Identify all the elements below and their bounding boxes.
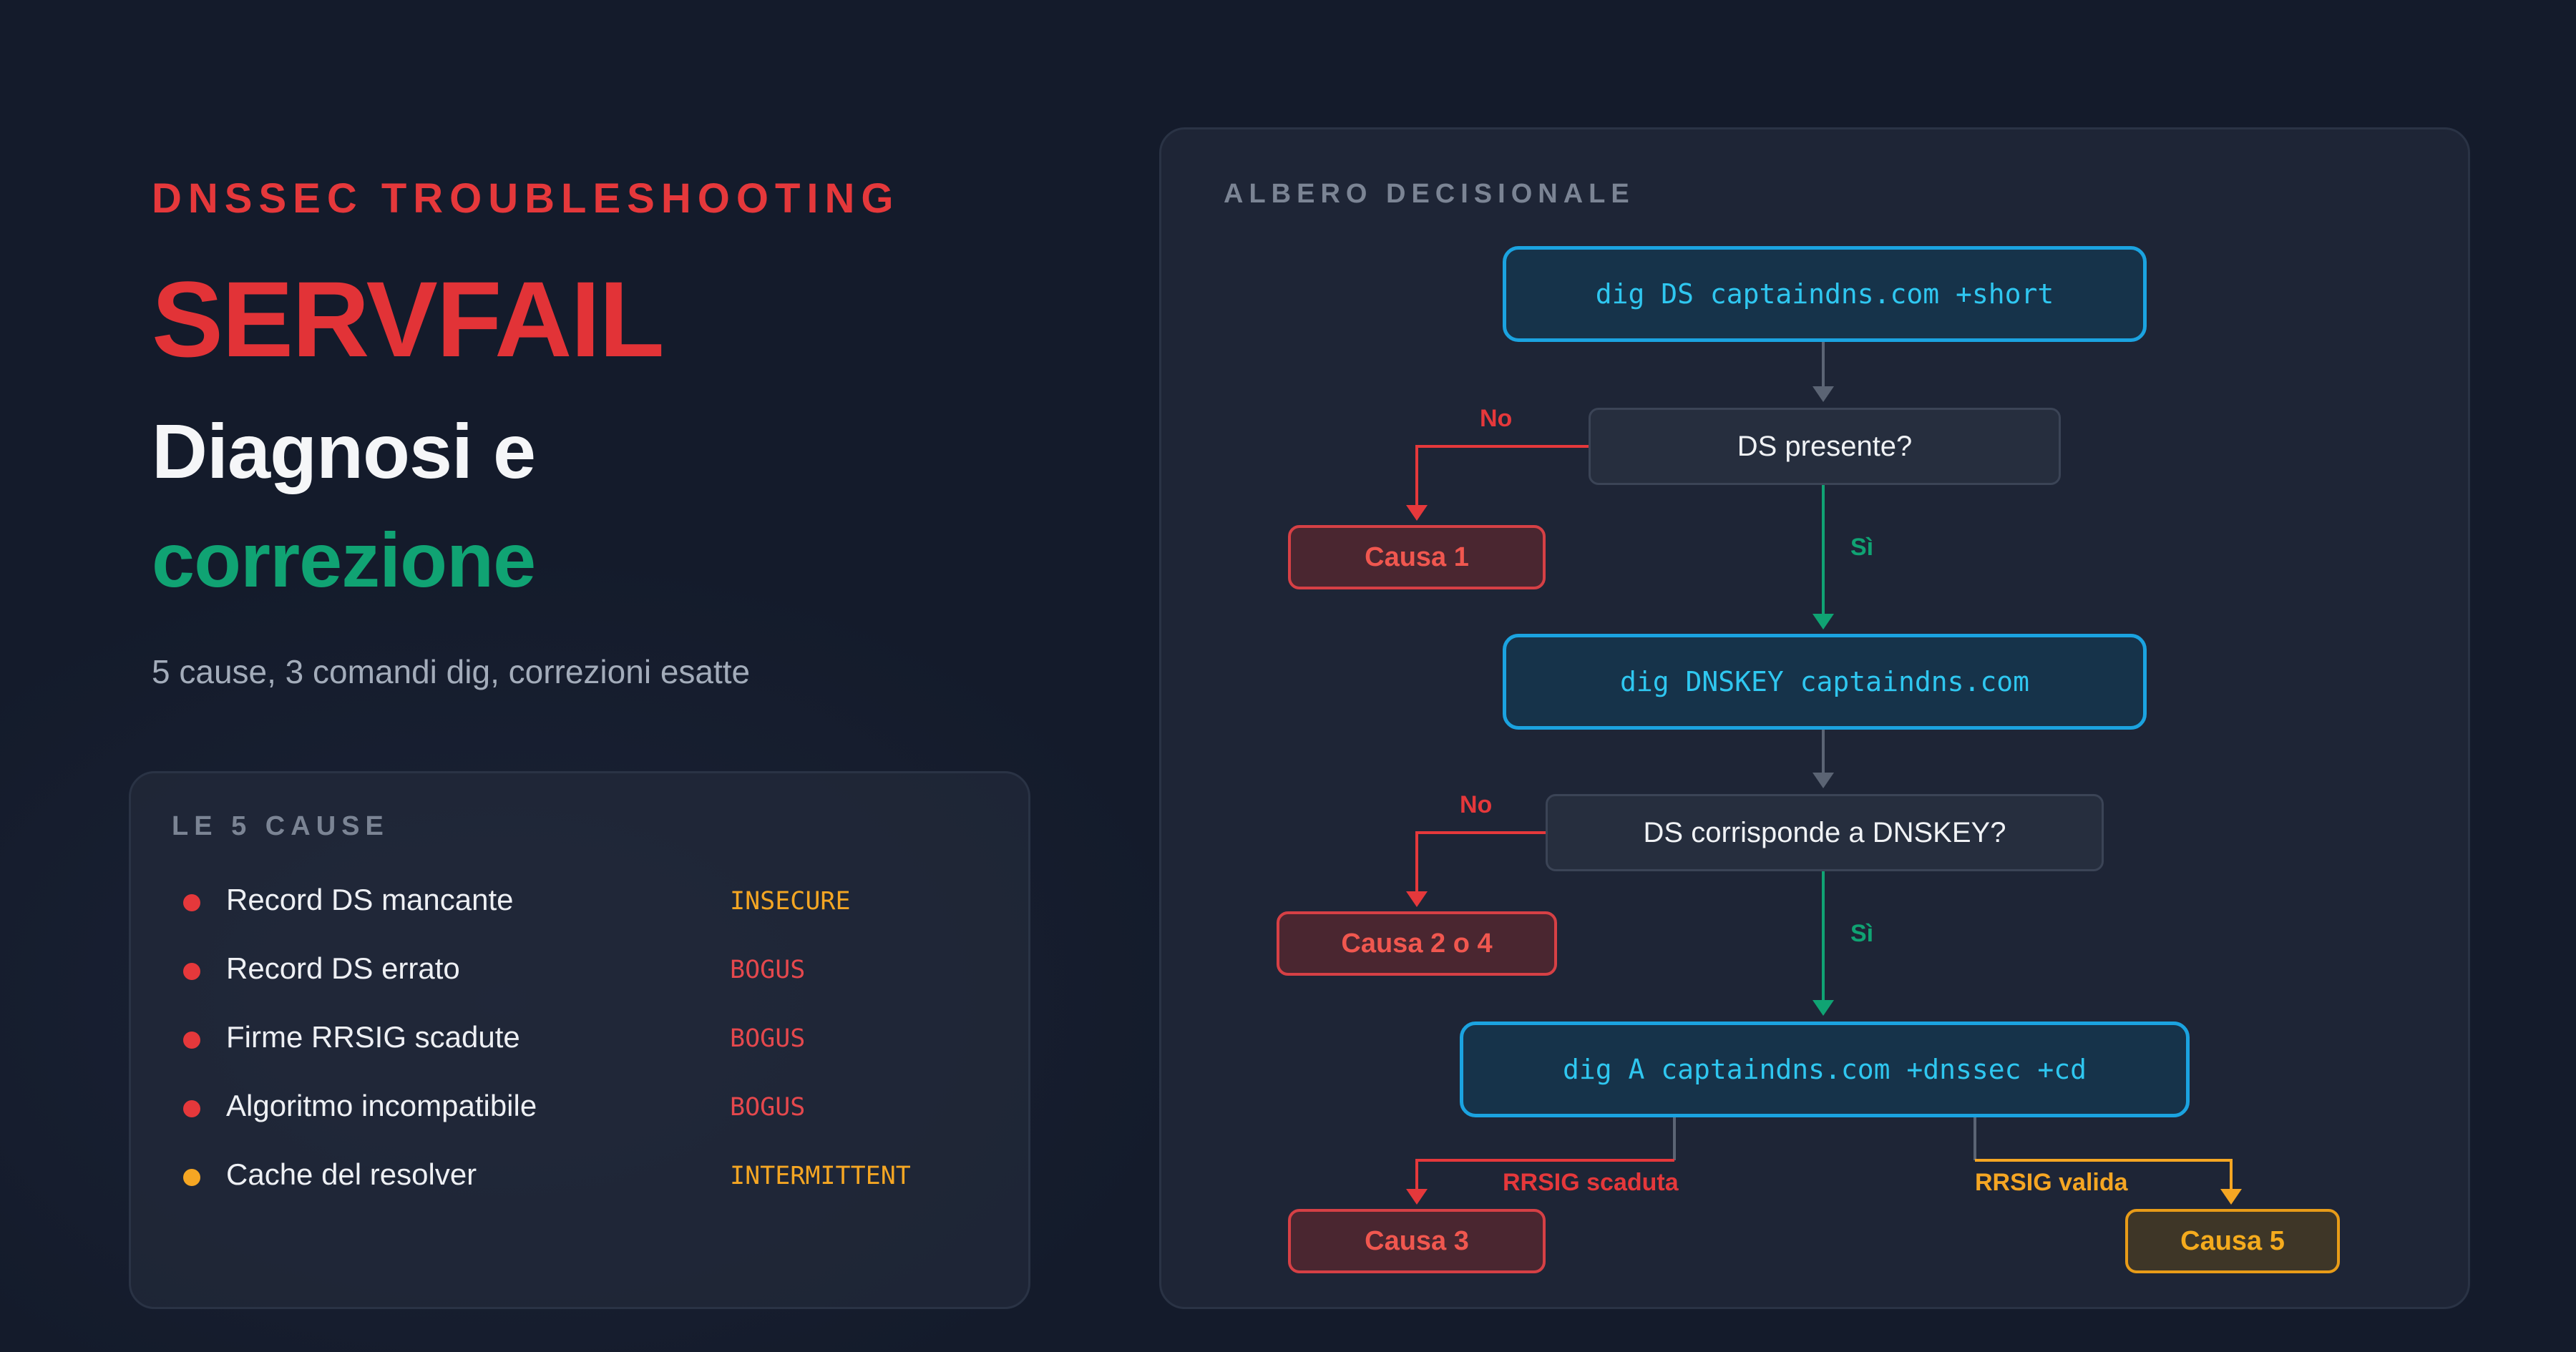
cause-name: Record DS errato bbox=[226, 951, 460, 985]
edge-label-yes: Sì bbox=[1850, 534, 1874, 561]
cause-item: Firme RRSIG scadute BOGUS bbox=[183, 1014, 999, 1064]
eyebrow-label: DNSSEC TROUBLESHOOTING bbox=[152, 175, 900, 222]
cause-node-2-or-4: Causa 2 o 4 bbox=[1277, 911, 1557, 976]
cause-status: BOGUS bbox=[730, 1024, 806, 1053]
edge-label-no: No bbox=[1460, 791, 1493, 818]
edge-label-no: No bbox=[1480, 405, 1513, 432]
cause-item: Record DS mancante INSECURE bbox=[183, 877, 999, 927]
arrowhead-icon bbox=[1406, 1189, 1428, 1205]
cause-status: INTERMITTENT bbox=[730, 1162, 911, 1190]
arrowhead-icon bbox=[1813, 386, 1834, 402]
cause-status: BOGUS bbox=[730, 956, 806, 984]
subtitle-line-2: correzione bbox=[152, 516, 536, 603]
arrowhead-icon bbox=[2220, 1189, 2242, 1205]
edge-label-rrsig-valid: RRSIG valida bbox=[1975, 1169, 2128, 1196]
tagline: 5 cause, 3 comandi dig, correzioni esatt… bbox=[152, 653, 751, 690]
cause-item: Cache del resolver INTERMITTENT bbox=[183, 1152, 999, 1202]
cause-item: Record DS errato BOGUS bbox=[183, 946, 999, 996]
connector-line-valid bbox=[1975, 1159, 2233, 1189]
arrowhead-icon bbox=[1813, 1000, 1834, 1016]
red-bullet-icon bbox=[183, 1100, 200, 1117]
command-node-dig-dnskey: dig DNSKEY captaindns.com bbox=[1503, 634, 2147, 730]
arrowhead-icon bbox=[1813, 773, 1834, 788]
causes-panel bbox=[129, 771, 1030, 1309]
arrowhead-icon bbox=[1813, 614, 1834, 630]
amber-bullet-icon bbox=[183, 1169, 200, 1186]
connector-line-expired bbox=[1415, 1159, 1674, 1189]
command-node-dig-ds: dig DS captaindns.com +short bbox=[1503, 246, 2147, 342]
decision-tree-label: ALBERO DECISIONALE bbox=[1224, 179, 1635, 209]
red-bullet-icon bbox=[183, 894, 200, 911]
cause-node-3: Causa 3 bbox=[1288, 1209, 1546, 1273]
cause-name: Record DS mancante bbox=[226, 883, 514, 916]
decision-node-ds-matches-dnskey: DS corrisponde a DNSKEY? bbox=[1546, 794, 2104, 871]
red-bullet-icon bbox=[183, 963, 200, 980]
causes-panel-label: LE 5 CAUSE bbox=[172, 811, 389, 841]
subtitle-line-1: Diagnosi e bbox=[152, 408, 536, 494]
red-bullet-icon bbox=[183, 1032, 200, 1049]
cause-name: Firme RRSIG scadute bbox=[226, 1020, 520, 1054]
cause-node-1: Causa 1 bbox=[1288, 525, 1546, 589]
edge-label-rrsig-expired: RRSIG scaduta bbox=[1503, 1169, 1679, 1196]
edge-label-yes: Sì bbox=[1850, 920, 1874, 947]
arrowhead-icon bbox=[1406, 505, 1428, 521]
cause-status: BOGUS bbox=[730, 1093, 806, 1122]
cause-item: Algoritmo incompatibile BOGUS bbox=[183, 1083, 999, 1133]
cause-name: Algoritmo incompatibile bbox=[226, 1089, 537, 1122]
decision-node-ds-present: DS presente? bbox=[1589, 408, 2061, 485]
cause-status: INSECURE bbox=[730, 887, 851, 916]
connector-line-no bbox=[1415, 831, 1546, 891]
cause-name: Cache del resolver bbox=[226, 1157, 477, 1191]
command-node-dig-a: dig A captaindns.com +dnssec +cd bbox=[1460, 1022, 2190, 1117]
arrowhead-icon bbox=[1406, 891, 1428, 907]
page-title: SERVFAIL bbox=[152, 259, 665, 379]
cause-node-5: Causa 5 bbox=[2125, 1209, 2340, 1273]
connector-line-no bbox=[1415, 445, 1589, 505]
